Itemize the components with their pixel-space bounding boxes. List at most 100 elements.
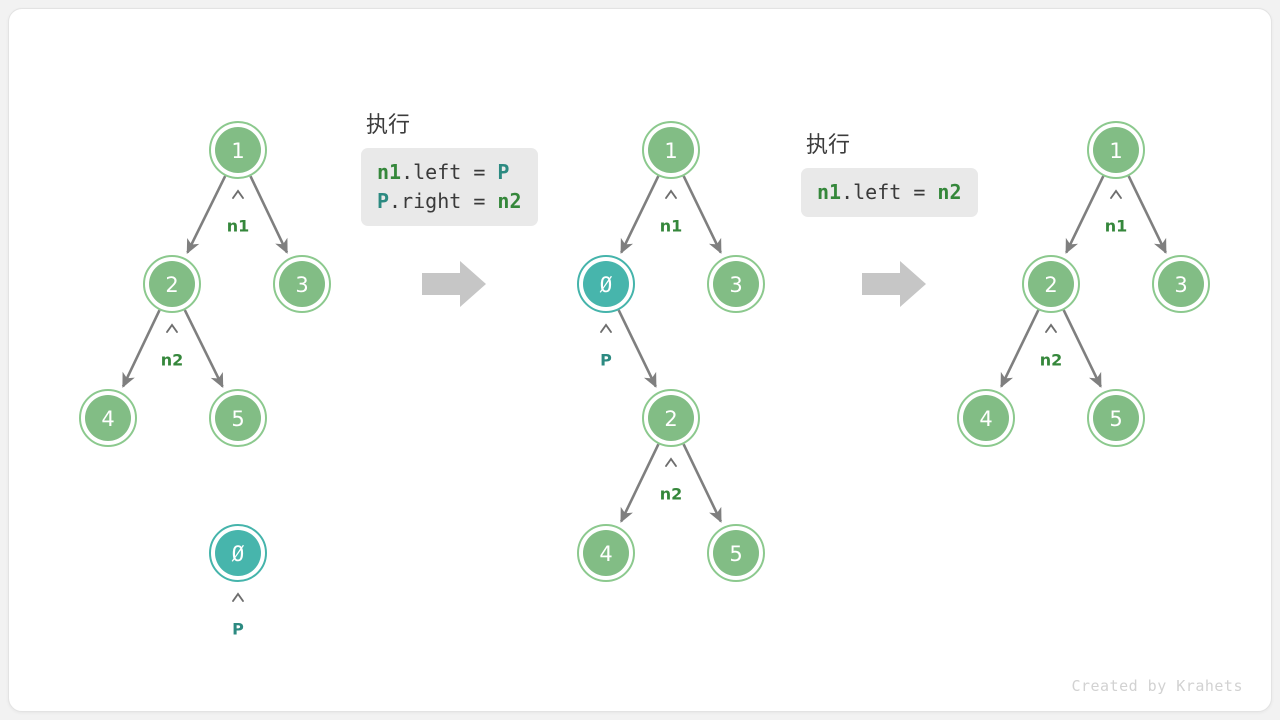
node-disc bbox=[1158, 261, 1204, 307]
node-disc bbox=[1093, 395, 1139, 441]
tree-node-5[interactable]: 5 bbox=[707, 524, 765, 582]
code-token: n2 bbox=[497, 189, 522, 213]
node-disc bbox=[583, 530, 629, 576]
pointer-label-n2: n2 bbox=[1040, 351, 1063, 370]
pointer-caret-icon bbox=[232, 592, 244, 602]
tree-node-1[interactable]: 1 bbox=[642, 121, 700, 179]
pointer-label-n1: n1 bbox=[227, 217, 250, 236]
code-token: P bbox=[497, 160, 510, 184]
pointer-label-n1: n1 bbox=[1105, 217, 1128, 236]
node-value: 3 bbox=[729, 273, 742, 297]
tree-node-2[interactable]: 2 bbox=[642, 389, 700, 447]
code-token: .left = bbox=[841, 180, 938, 204]
node-value: 2 bbox=[664, 407, 677, 431]
pointer-label-P: P bbox=[600, 351, 612, 370]
edges-layer bbox=[121, 175, 1167, 523]
node-value: 4 bbox=[101, 407, 114, 431]
transition-arrow-icon bbox=[862, 261, 926, 307]
pointer-caret-icon bbox=[1045, 323, 1057, 333]
transition-arrow-icon bbox=[422, 261, 486, 307]
node-value: 3 bbox=[295, 273, 308, 297]
tree-edge bbox=[1000, 309, 1040, 388]
node-value: 2 bbox=[1044, 273, 1057, 297]
node-value: 5 bbox=[1109, 407, 1122, 431]
node-disc bbox=[583, 261, 629, 307]
tree-node-3[interactable]: 3 bbox=[707, 255, 765, 313]
node-value: 4 bbox=[979, 407, 992, 431]
node-disc bbox=[85, 395, 131, 441]
pointer-caret-icon bbox=[665, 457, 677, 467]
node-value: Ø bbox=[600, 273, 613, 297]
pointer-caret-icon bbox=[665, 189, 677, 199]
tree-edge bbox=[249, 175, 289, 254]
pointer-caret-icon bbox=[1110, 189, 1122, 199]
tree-edge bbox=[186, 175, 227, 255]
code-token: P bbox=[377, 189, 390, 213]
code-line: n1.left = P bbox=[377, 158, 522, 187]
tree-edge bbox=[682, 175, 722, 254]
tree-edge bbox=[121, 309, 161, 388]
node-value: 5 bbox=[729, 542, 742, 566]
node-disc bbox=[215, 127, 261, 173]
tree-node-5[interactable]: 5 bbox=[209, 389, 267, 447]
node-value: Ø bbox=[232, 542, 245, 566]
tree-node-1[interactable]: 1 bbox=[1087, 121, 1145, 179]
tree-node-1[interactable]: 1 bbox=[209, 121, 267, 179]
tree-node-0[interactable]: Ø bbox=[577, 255, 635, 313]
node-disc bbox=[713, 261, 759, 307]
tree-node-5[interactable]: 5 bbox=[1087, 389, 1145, 447]
tree-node-0[interactable]: Ø bbox=[209, 524, 267, 582]
node-disc bbox=[149, 261, 195, 307]
code-token: .right = bbox=[389, 189, 498, 213]
transition-arrows-layer bbox=[422, 261, 926, 307]
pointer-caret-icon bbox=[166, 323, 178, 333]
pointer-label-n2: n2 bbox=[660, 485, 683, 504]
step-3-code-block: n1.left = n2 bbox=[801, 168, 978, 217]
node-disc bbox=[648, 395, 694, 441]
node-value: 1 bbox=[664, 139, 677, 163]
node-value: 5 bbox=[231, 407, 244, 431]
pointer-label-n2: n2 bbox=[161, 351, 184, 370]
code-token: n1 bbox=[817, 180, 842, 204]
node-value: 3 bbox=[1174, 273, 1187, 297]
tree-node-3[interactable]: 3 bbox=[273, 255, 331, 313]
node-disc bbox=[1093, 127, 1139, 173]
node-value: 2 bbox=[165, 273, 178, 297]
tree-edge bbox=[682, 443, 722, 523]
code-line: n1.left = n2 bbox=[817, 178, 962, 207]
node-value: 4 bbox=[599, 542, 612, 566]
code-token: n2 bbox=[937, 180, 962, 204]
tree-node-3[interactable]: 3 bbox=[1152, 255, 1210, 313]
code-line: P.right = n2 bbox=[377, 187, 522, 216]
tree-node-2[interactable]: 2 bbox=[143, 255, 201, 313]
tree-edge bbox=[617, 309, 657, 388]
node-disc bbox=[215, 530, 261, 576]
tree-edge bbox=[1065, 175, 1105, 254]
tree-node-4[interactable]: 4 bbox=[577, 524, 635, 582]
node-disc bbox=[279, 261, 325, 307]
node-disc bbox=[963, 395, 1009, 441]
code-token: n1 bbox=[377, 160, 402, 184]
pointer-label-n1: n1 bbox=[660, 217, 683, 236]
node-value: 1 bbox=[1109, 139, 1122, 163]
pointer-label-P: P bbox=[232, 620, 244, 639]
tree-edge bbox=[620, 175, 660, 254]
credit-text: Created by Krahets bbox=[1071, 677, 1243, 695]
step-3-heading: 执行 bbox=[806, 133, 851, 158]
node-disc bbox=[648, 127, 694, 173]
node-value: 1 bbox=[231, 139, 244, 163]
tree-edge bbox=[1062, 309, 1102, 388]
step-2-heading: 执行 bbox=[366, 113, 411, 138]
tree-node-4[interactable]: 4 bbox=[79, 389, 137, 447]
node-disc bbox=[713, 530, 759, 576]
code-token: .left = bbox=[401, 160, 498, 184]
tree-node-2[interactable]: 2 bbox=[1022, 255, 1080, 313]
tree-edge bbox=[1127, 175, 1167, 254]
tree-node-4[interactable]: 4 bbox=[957, 389, 1015, 447]
